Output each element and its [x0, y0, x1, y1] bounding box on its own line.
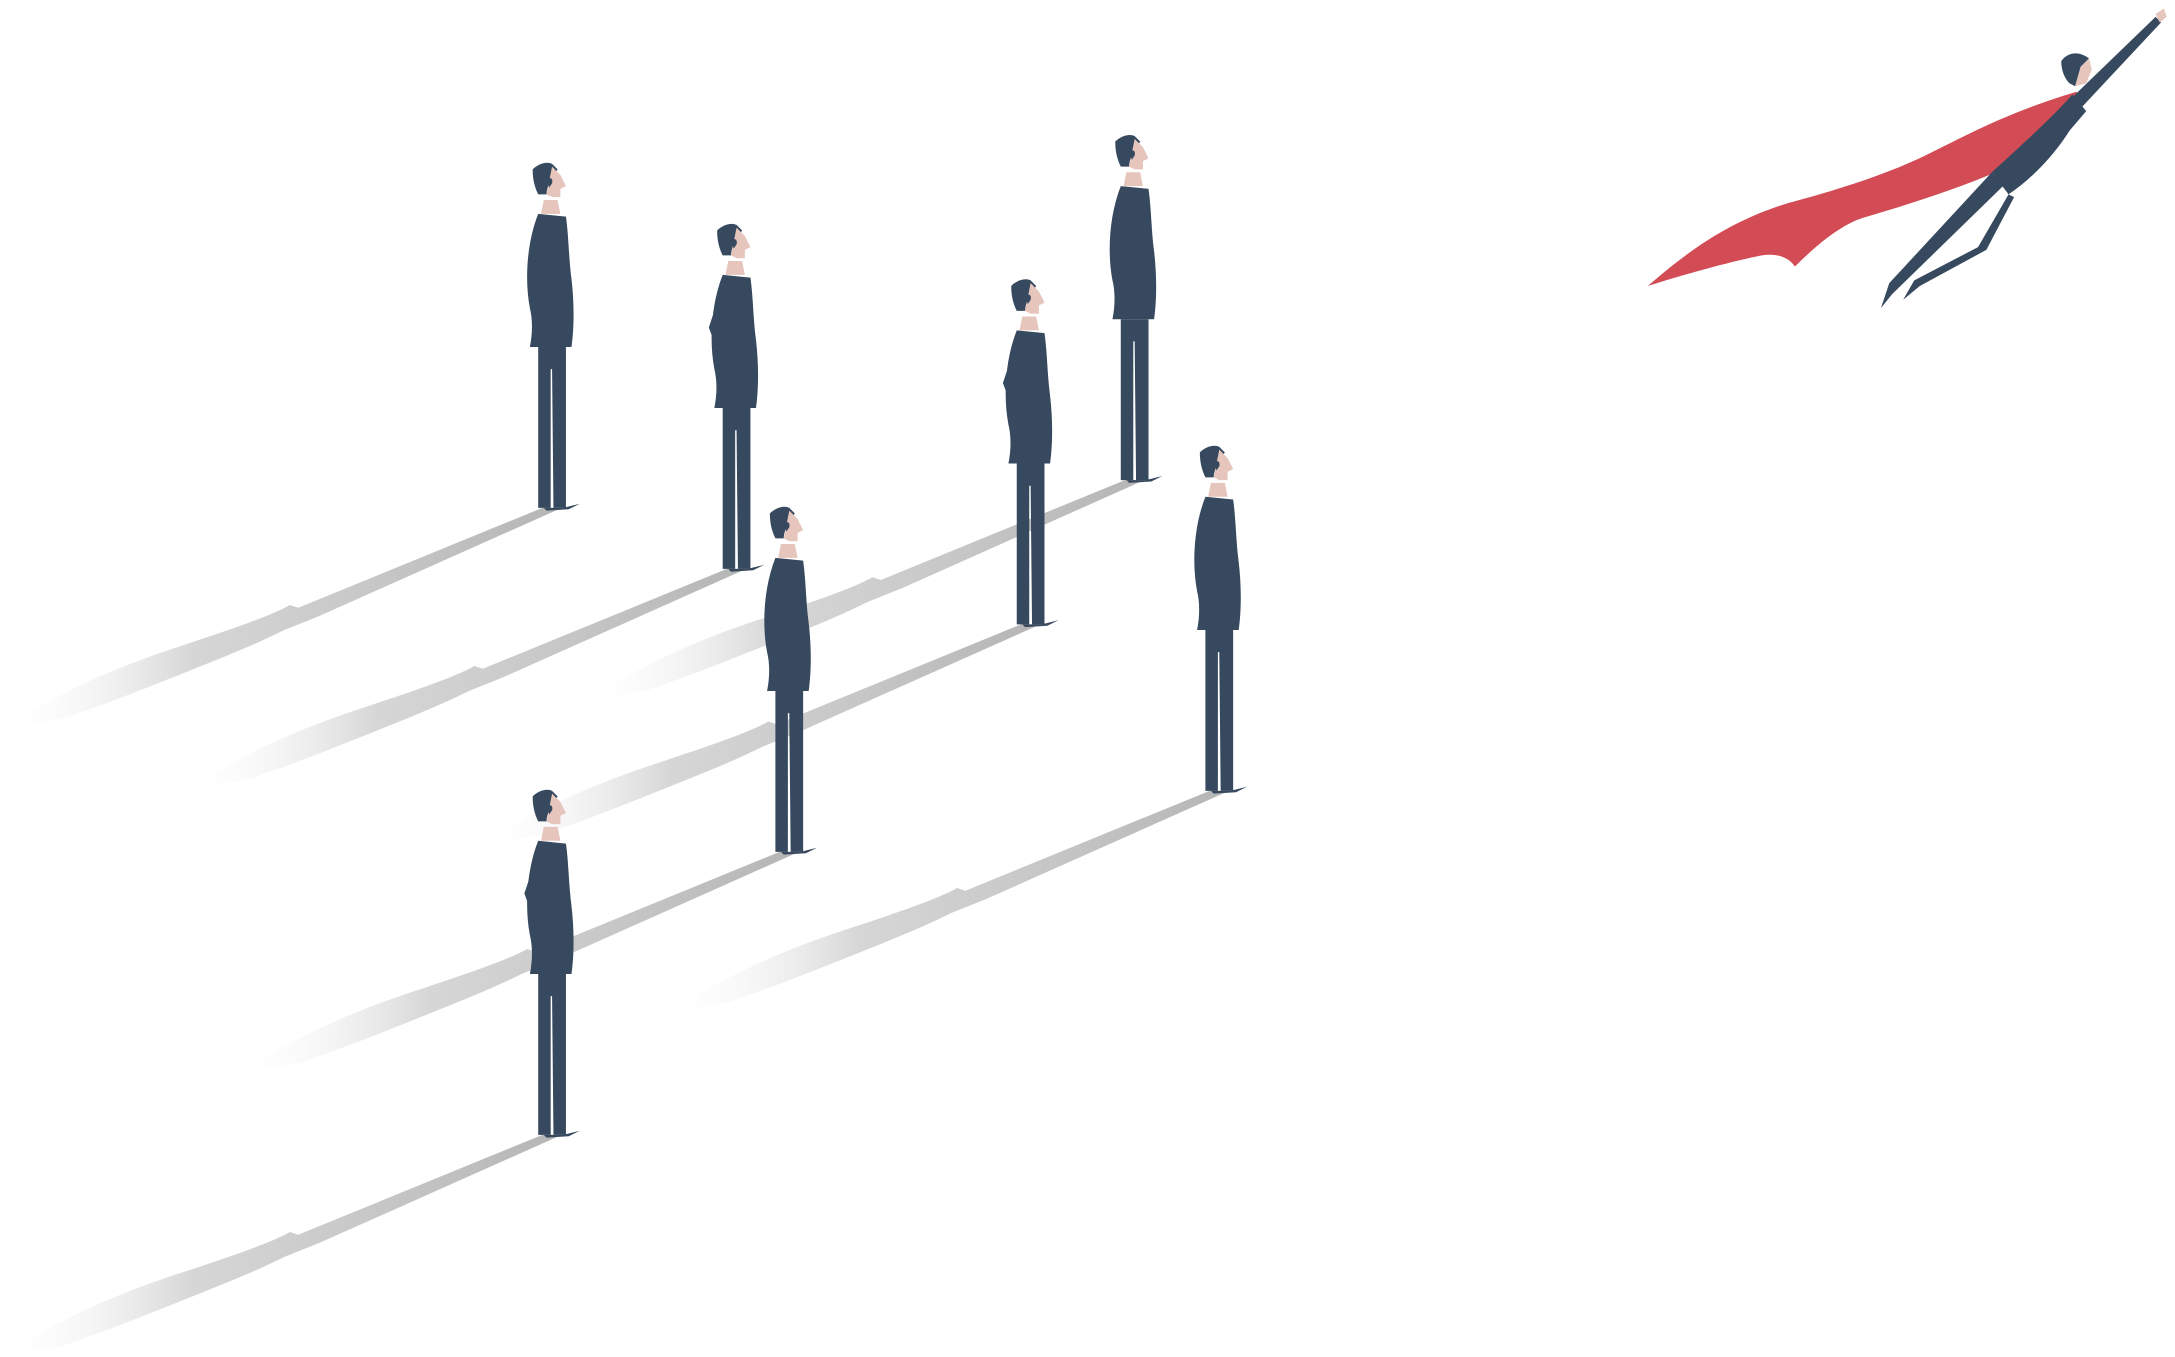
standing-businessman-icon [764, 506, 818, 855]
crowd-group [524, 135, 1248, 1138]
flying-superhero-icon [1647, 8, 2167, 309]
hero-legs [1880, 172, 2003, 309]
person-shadow [230, 851, 799, 1074]
person-shadow [0, 1134, 562, 1357]
hero-arm [2072, 16, 2162, 109]
standing-businessman-icon [1109, 135, 1163, 483]
hero-legs [1903, 194, 2015, 300]
standing-businessman-icon [524, 790, 579, 1138]
red-cape [1647, 91, 2081, 286]
standing-businessman-icon [1003, 279, 1058, 627]
person-shadow [660, 790, 1229, 1013]
standing-businessman-icon [527, 162, 580, 511]
hero-face [2075, 58, 2092, 87]
standing-businessman-icon [709, 224, 764, 572]
person-shadow [575, 480, 1145, 703]
shadows-layer [0, 480, 1229, 1357]
hero-fist [2155, 8, 2167, 23]
hero-hair [2061, 53, 2089, 87]
person-shadow [0, 507, 562, 730]
hero-torso [1991, 94, 2087, 195]
standing-businessman-icon [1194, 445, 1248, 794]
